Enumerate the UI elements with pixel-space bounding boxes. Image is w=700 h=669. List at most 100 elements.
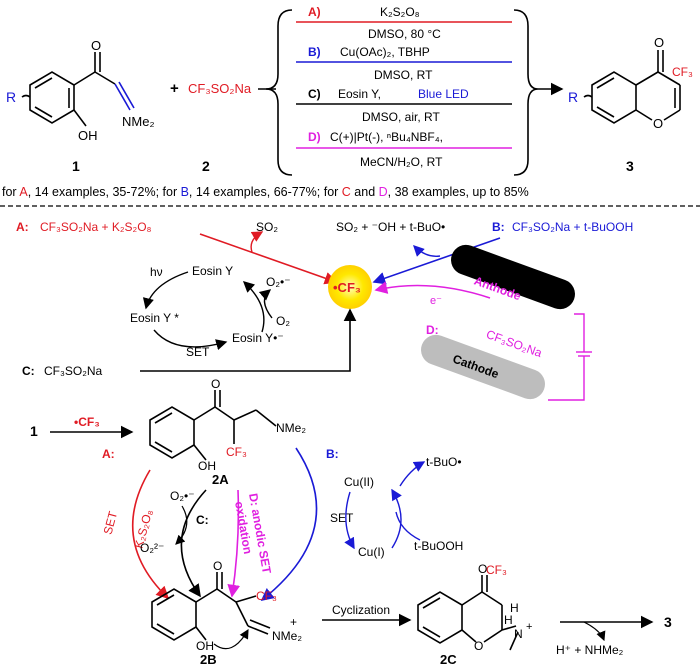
compound-1-label: 1 — [72, 158, 80, 174]
int2B-o: O — [213, 559, 222, 573]
top-plus: + — [170, 80, 179, 97]
pathD-tag: D: — [426, 323, 439, 337]
int2A-oh: OH — [198, 459, 216, 473]
int2B-oh: OH — [196, 639, 214, 653]
so2-label: SO₂ — [256, 220, 278, 234]
int2C-h2: H — [504, 613, 513, 627]
int2C-h1: H — [510, 601, 519, 615]
compound-3-r: R — [568, 89, 578, 105]
lower-C-top: O₂•⁻ — [170, 489, 195, 503]
summary-part5: , 38 examples, up to 85% — [388, 185, 529, 199]
pathC-tag: C: — [22, 364, 35, 378]
compound-3-o-ring: O — [653, 116, 663, 131]
lower-C-bot: O₂²⁻ — [140, 541, 164, 555]
int2C-n: N — [514, 627, 523, 641]
eosin-cycle-arrows — [142, 271, 273, 351]
cf3-radical: •CF₃ — [333, 280, 361, 295]
int2A-nme2: NMe₂ — [276, 421, 306, 435]
condition-A-reagent: K₂S₂O₈ — [380, 5, 420, 19]
power-circuit — [548, 313, 592, 401]
pathB-side-products: SO₂ + ⁻OH + t-BuO• — [336, 220, 445, 234]
condition-B-reagent: Cu(OAc)₂, TBHP — [340, 45, 430, 59]
elimination-arrow — [583, 621, 606, 642]
condition-C-solvent: DMSO, air, RT — [362, 110, 440, 124]
lower-A-set: SET — [101, 509, 121, 536]
compound-1-r: R — [6, 89, 16, 105]
eosin-y-star: Eosin Y * — [130, 311, 179, 325]
superoxide: O₂•⁻ — [266, 275, 291, 289]
pathA-tag: A: — [16, 220, 29, 234]
condition-D-solvent: MeCN/H₂O, RT — [360, 155, 443, 169]
compound-2-label: 2 — [202, 158, 210, 174]
pathC-arrow — [140, 308, 357, 372]
condition-C-reagent: Eosin Y, — [338, 87, 381, 101]
pathC-reagent: CF₃SO₂Na — [44, 364, 103, 378]
condition-B-solvent: DMSO, RT — [374, 68, 433, 82]
int2C-o-ring: O — [474, 639, 483, 653]
pathA-reagents: CF₃SO₂Na + K₂S₂O₈ — [40, 220, 152, 234]
lower-B-cu1: Cu(I) — [358, 545, 385, 559]
summary-D: D — [379, 185, 388, 199]
pathC-superoxide-arrow — [175, 505, 188, 545]
lower-B-tag: B: — [326, 447, 339, 461]
copper-cycle-arrows — [344, 461, 426, 550]
anode: Anthode — [451, 244, 575, 310]
int2B-electron-push — [213, 628, 249, 650]
final-product: 3 — [664, 614, 672, 630]
int2C-o-top: O — [478, 562, 487, 576]
lower-B-tbuooh: t-BuOOH — [414, 539, 463, 553]
condition-C-light: Blue LED — [418, 87, 469, 101]
cyclization-label: Cyclization — [332, 603, 390, 617]
conditions-bracket — [258, 9, 564, 176]
pathA-oxidation-arrow — [131, 469, 170, 600]
int2A-cf3: CF₃ — [226, 445, 247, 459]
int2B-label: 2B — [200, 652, 217, 667]
so2-release-arrow — [250, 231, 264, 253]
eosin-y-radical: Eosin Y•⁻ — [232, 331, 284, 345]
condition-B-tag: B) — [308, 45, 321, 59]
int2C-plus: + — [526, 621, 532, 633]
pathA-arrow — [199, 233, 338, 285]
int2C-structure — [417, 575, 519, 651]
int2A-structure — [149, 390, 277, 461]
summary-B: B — [181, 185, 189, 199]
compound-3-structure — [583, 50, 681, 124]
start-compound: 1 — [30, 423, 38, 439]
int2A-label: 2A — [212, 472, 229, 487]
compound-1-oh: OH — [78, 128, 98, 143]
int2B-plus: + — [290, 615, 297, 629]
pathB-side-arrow — [413, 245, 441, 257]
electron-label: e⁻ — [430, 295, 442, 307]
int2B-nme2: NMe₂ — [272, 629, 302, 643]
int2C-label: 2C — [440, 652, 457, 667]
lower-B-tbuo: t-BuO• — [426, 455, 462, 469]
condition-C: C) Eosin Y, Blue LED DMSO, air, RT — [296, 87, 512, 124]
radical-addition-label: •CF₃ — [74, 415, 100, 429]
pathB-oxidation-arrow — [260, 447, 318, 601]
summary-part3: , 14 examples, 66-77%; for — [189, 185, 342, 199]
summary-part2: , 14 examples, 35-72%; for — [28, 185, 181, 199]
lower-B-set: SET — [330, 511, 354, 525]
condition-A: A) K₂S₂O₈ DMSO, 80 °C — [296, 5, 512, 41]
pathB-arrow — [372, 237, 501, 285]
condition-A-tag: A) — [308, 5, 321, 19]
eosin-y: Eosin Y — [192, 264, 233, 278]
pathD-electron-arrow — [374, 281, 491, 299]
yield-summary: for A, 14 examples, 35-72%; for B, 14 ex… — [2, 185, 529, 199]
summary-part4: and — [351, 185, 379, 199]
summary-part1: for — [2, 185, 19, 199]
oxygen: O₂ — [276, 314, 290, 328]
compound-3-cf3: CF₃ — [672, 65, 693, 79]
pathC-oxidation-arrow — [180, 489, 207, 598]
int2A-o: O — [211, 377, 220, 391]
compound-1-structure — [21, 52, 135, 127]
condition-B: B) Cu(OAc)₂, TBHP DMSO, RT — [296, 45, 512, 82]
int2B-cf3: CF₃ — [256, 589, 277, 603]
cf3-radical-glow — [328, 265, 372, 309]
compound-3-label: 3 — [626, 158, 634, 174]
condition-A-solvent: DMSO, 80 °C — [368, 27, 441, 41]
condition-D: D) C(+)|Pt(-), ⁿBu₄NBF₄, MeCN/H₂O, RT — [296, 130, 512, 169]
int2C-cf3: CF₃ — [486, 563, 507, 577]
lower-C-tag: C: — [196, 513, 209, 527]
